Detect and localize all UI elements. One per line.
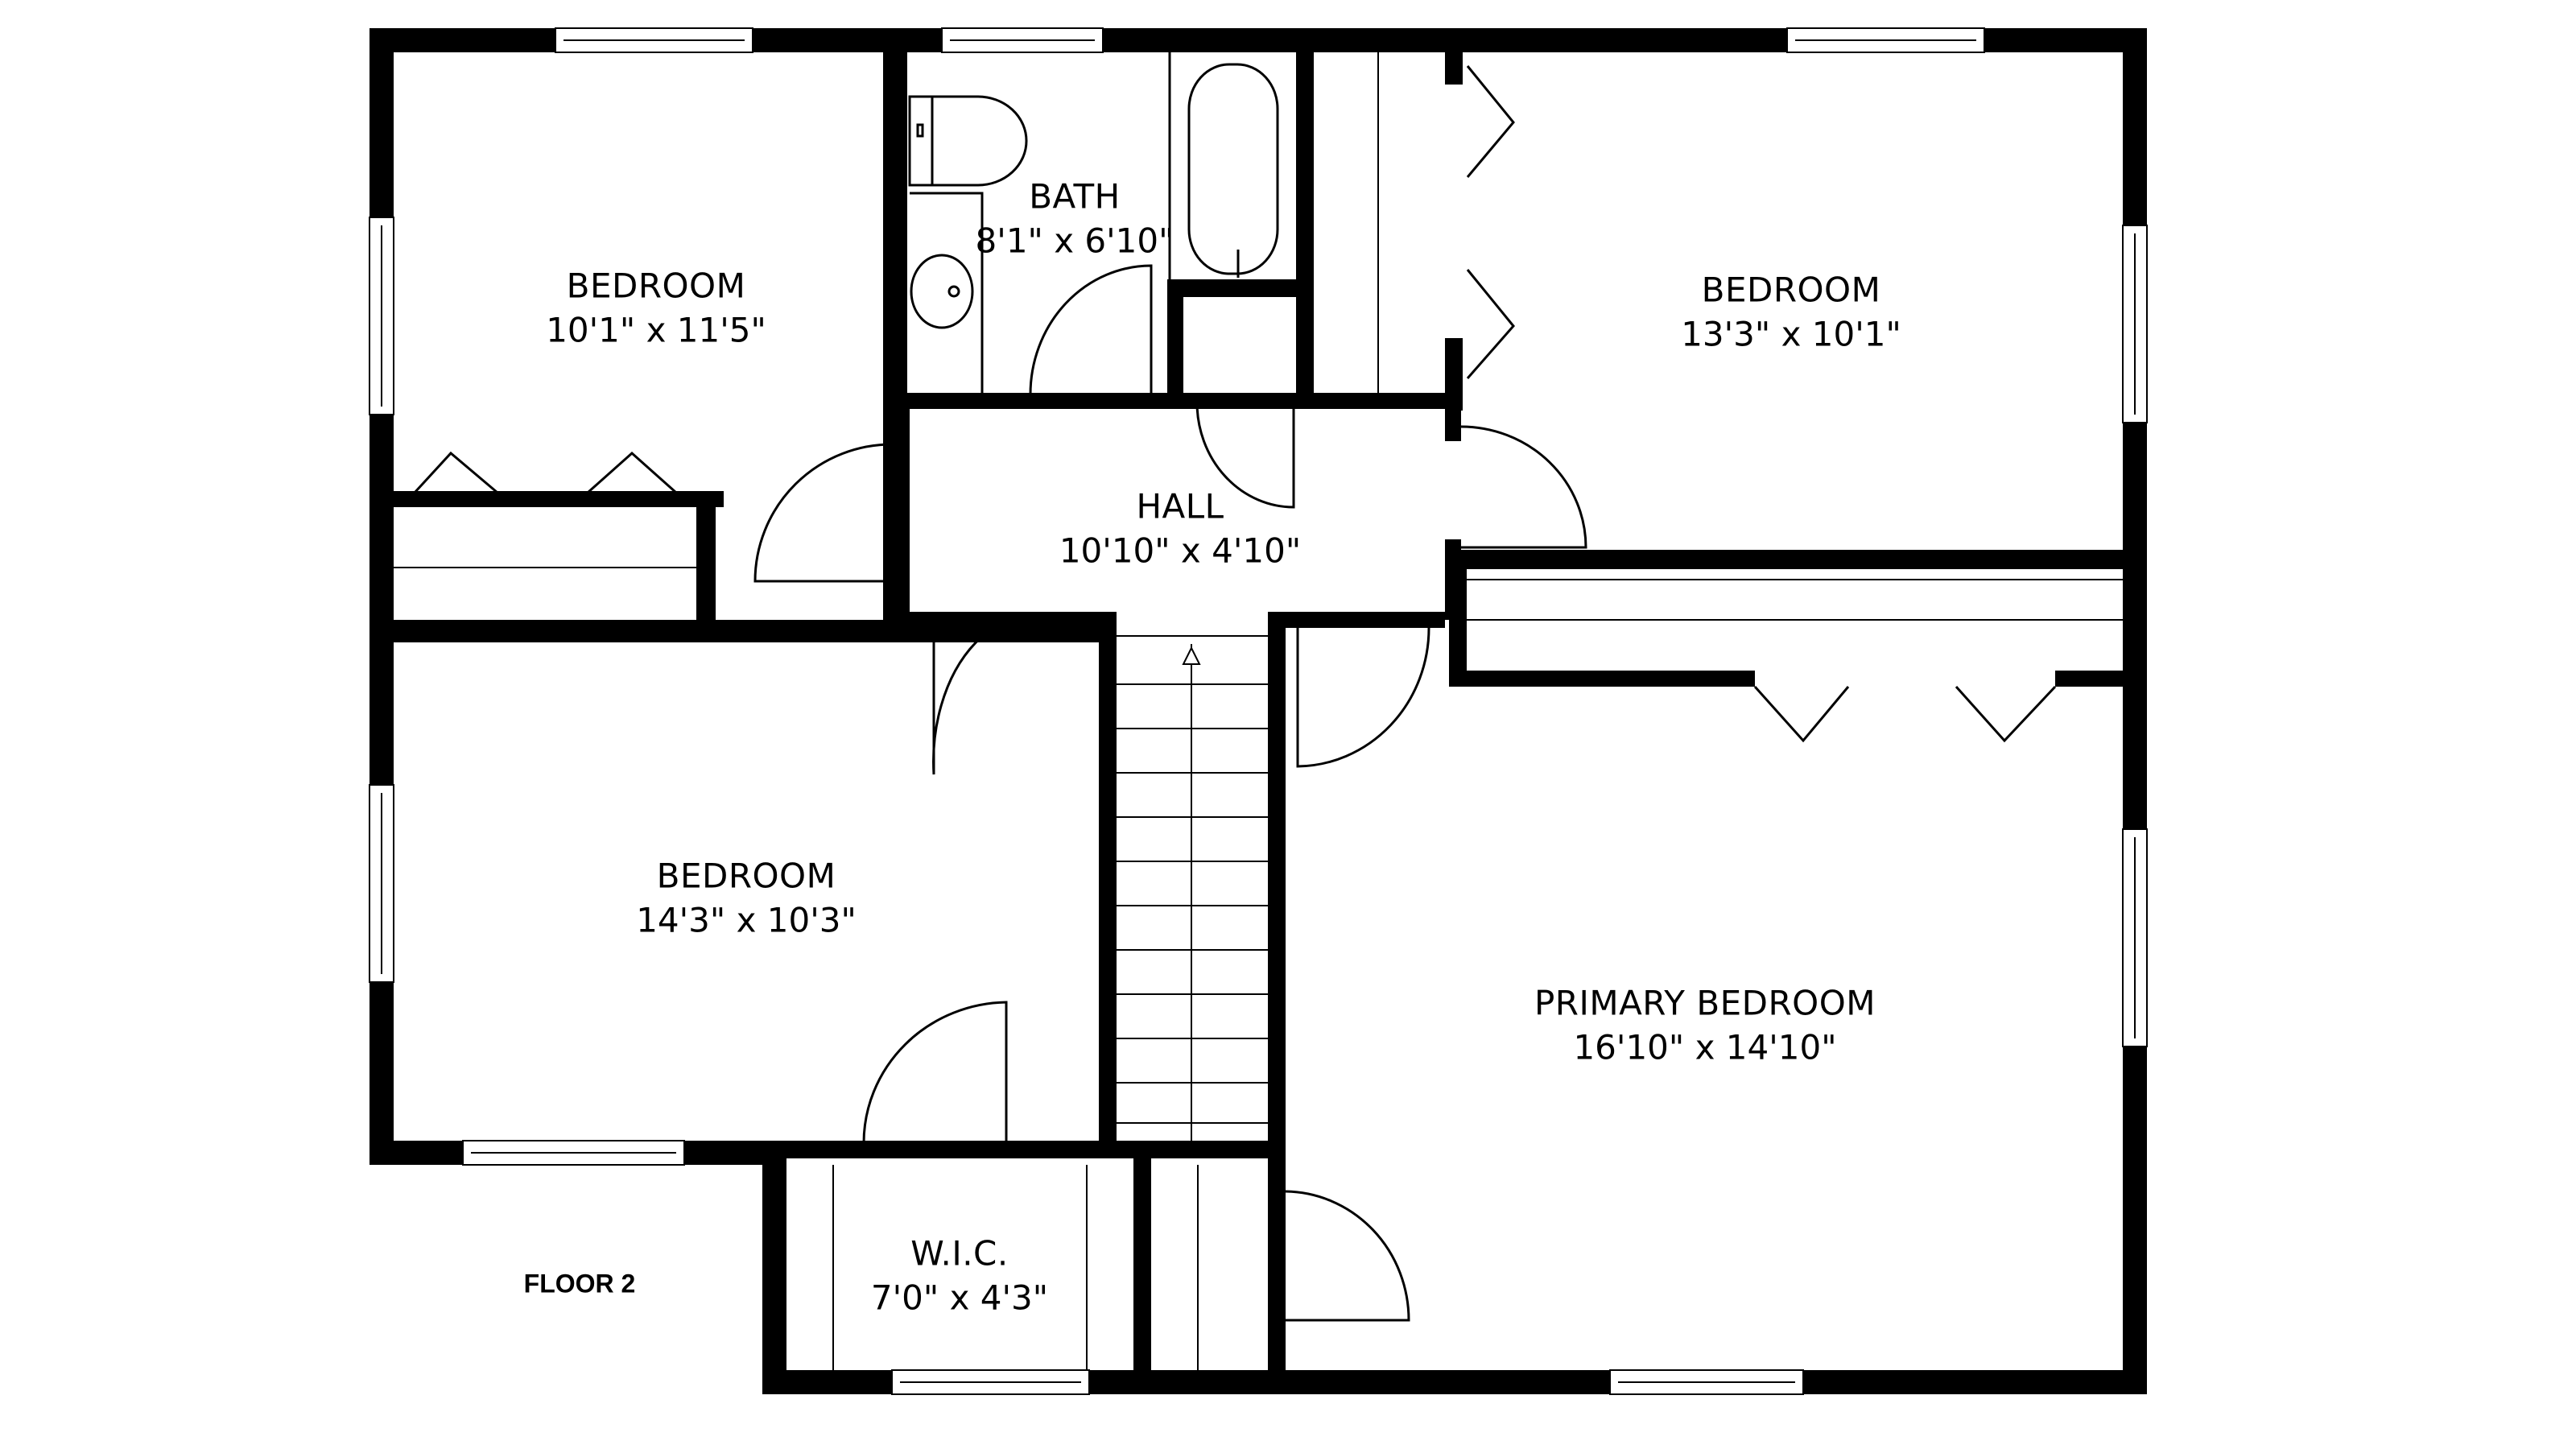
room-label-bedroom-ne: BEDROOM 13'3" x 10'1" bbox=[1681, 268, 1901, 356]
floor-label: FLOOR 2 bbox=[523, 1269, 636, 1298]
room-label-bath: BATH 8'1" x 6'10" bbox=[976, 175, 1174, 262]
room-label-primary-bedroom: PRIMARY BEDROOM 16'10" x 14'10" bbox=[1534, 981, 1876, 1069]
room-name: W.I.C. bbox=[910, 1233, 1009, 1274]
walls bbox=[369, 28, 2147, 1394]
room-label-bedroom-sw: BEDROOM 14'3" x 10'3" bbox=[636, 854, 857, 942]
room-name: BEDROOM bbox=[656, 856, 836, 896]
room-name: BEDROOM bbox=[566, 266, 746, 306]
bath-fixtures bbox=[908, 52, 1279, 393]
room-dimensions: 13'3" x 10'1" bbox=[1681, 314, 1901, 353]
room-dimensions: 7'0" x 4'3" bbox=[870, 1278, 1049, 1317]
room-dimensions: 8'1" x 6'10" bbox=[975, 221, 1174, 260]
room-label-hall: HALL 10'10" x 4'10" bbox=[1059, 485, 1301, 572]
windows bbox=[369, 27, 2148, 1395]
room-label-bedroom-nw: BEDROOM 10'1" x 11'5" bbox=[546, 264, 766, 352]
room-name: BEDROOM bbox=[1701, 270, 1881, 310]
bifold-doors bbox=[413, 65, 2057, 743]
room-name: PRIMARY BEDROOM bbox=[1534, 983, 1876, 1023]
closet-shelves bbox=[394, 52, 2123, 1370]
room-name: HALL bbox=[1136, 486, 1224, 526]
doors bbox=[753, 264, 1587, 1322]
stairs bbox=[1117, 635, 1268, 1141]
room-dimensions: 14'3" x 10'3" bbox=[636, 900, 857, 939]
room-name: BATH bbox=[1029, 176, 1121, 217]
room-label-wic: W.I.C. 7'0" x 4'3" bbox=[871, 1232, 1048, 1319]
room-dimensions: 16'10" x 14'10" bbox=[1573, 1027, 1837, 1067]
room-dimensions: 10'1" x 11'5" bbox=[546, 310, 766, 349]
room-dimensions: 10'10" x 4'10" bbox=[1059, 530, 1302, 570]
